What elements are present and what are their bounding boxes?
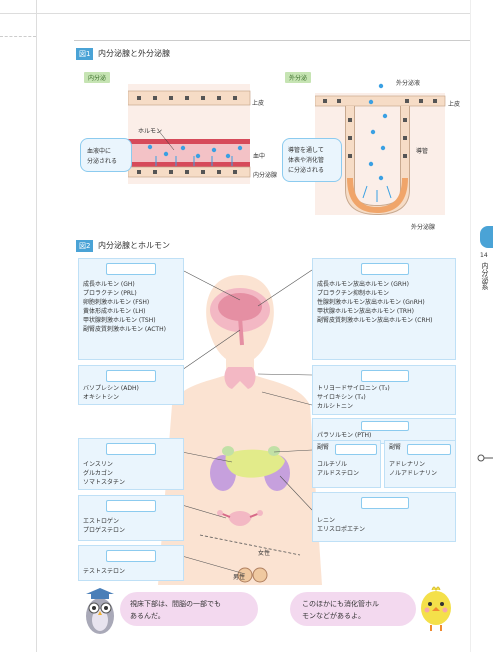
ovary-answer-blank[interactable] [106, 500, 156, 512]
chick-mascot [418, 582, 454, 632]
kidney-hormone-1: レニン [317, 517, 335, 525]
kidney-answer-blank[interactable] [361, 497, 409, 509]
thyroid-hormone-3: カルシトニン [317, 403, 353, 411]
adrenal-cortex-hormone-2: アルドステロン [317, 470, 359, 478]
adrenal-cortex-hormone-1: コルチゾル [317, 461, 347, 469]
pituitary-answer-blank[interactable] [106, 263, 156, 275]
adrenal-medulla-hormone-1: アドレナリン [389, 461, 425, 469]
left-speech-line2: あるんだ。 [130, 610, 165, 622]
ovary-hormone-2: プロゲステロン [83, 527, 125, 535]
hypothalamus-hormone-2: プロラクチン抑制ホルモン [317, 290, 389, 298]
pituitary-hormone-4: 黄体形成ホルモン (LH) [83, 308, 145, 316]
hypothalamus-hormone-5: 副腎皮質刺激ホルモン放出ホルモン (CRH) [317, 317, 432, 325]
pituitary-hormone-5: 甲状腺刺激ホルモン (TSH) [83, 317, 156, 325]
owl-mascot [82, 584, 118, 636]
adrenal-cortex-answer-blank[interactable] [335, 444, 377, 455]
binder-ring-icon [477, 453, 493, 463]
thyroid-box: トリヨードサイロニン (T₃) サイロキシン (T₄) カルシトニン [312, 365, 456, 415]
pituitary-anterior-box: 成長ホルモン (GH) プロラクチン (PRL) 卵胞刺激ホルモン (FSH) … [78, 258, 184, 360]
adrenal-cortex-tag: 副腎 [317, 444, 329, 452]
section-label: 内分泌系 [480, 262, 490, 290]
left-speech-bubble: 視床下部は、間脳の一部でも あるんだ。 [120, 592, 258, 626]
pituitary-hormone-1: 成長ホルモン (GH) [83, 281, 135, 289]
right-speech-line1: このほかにも消化管ホル [302, 598, 379, 610]
thyroid-answer-blank[interactable] [361, 370, 409, 382]
testis-hormone-1: テストステロン [83, 568, 125, 576]
adrenal-medulla-tag: 副腎 [389, 444, 401, 452]
testis-answer-blank[interactable] [106, 550, 156, 562]
testis-box: テストステロン [78, 545, 184, 581]
chapter-tab[interactable] [480, 226, 493, 248]
parathyroid-answer-blank[interactable] [361, 421, 409, 431]
posterior-pituitary-answer-blank[interactable] [106, 370, 156, 382]
adrenal-cortex-box: 副腎 コルチゾル アルドステロン [312, 440, 381, 488]
parathyroid-hormone-1: パラソルモン (PTH) [317, 432, 371, 440]
pituitary-posterior-box: バソプレシン (ADH) オキシトシン [78, 365, 184, 405]
right-speech-bubble: このほかにも消化管ホル モンなどがあるよ。 [290, 592, 416, 626]
left-speech-line1: 視床下部は、間脳の一部でも [130, 598, 221, 610]
posterior-pituitary-hormone-1: バソプレシン (ADH) [83, 385, 139, 393]
hypothalamus-box: 成長ホルモン放出ホルモン (GRH) プロラクチン抑制ホルモン 性腺刺激ホルモン… [312, 258, 456, 360]
pituitary-hormone-6: 副腎皮質刺激ホルモン (ACTH) [83, 326, 166, 334]
pancreas-hormone-3: ソマトスタチン [83, 479, 125, 487]
pancreas-answer-blank[interactable] [106, 443, 156, 455]
pituitary-hormone-3: 卵胞刺激ホルモン (FSH) [83, 299, 149, 307]
ovary-hormone-1: エストロゲン [83, 518, 119, 526]
hypothalamus-hormone-3: 性腺刺激ホルモン放出ホルモン (GnRH) [317, 299, 425, 307]
page-number: 14 [480, 252, 488, 259]
kidney-hormone-2: エリスロポエチン [317, 526, 365, 534]
right-speech-line2: モンなどがあるよ。 [302, 610, 365, 622]
thyroid-hormone-1: トリヨードサイロニン (T₃) [317, 385, 390, 393]
hypothalamus-hormone-4: 甲状腺ホルモン放出ホルモン (TRH) [317, 308, 414, 316]
ovary-box: エストロゲン プロゲステロン [78, 495, 184, 541]
posterior-pituitary-hormone-2: オキシトシン [83, 394, 119, 402]
pancreas-hormone-2: グルカゴン [83, 470, 113, 478]
kidney-box: レニン エリスロポエチン [312, 492, 456, 542]
adrenal-medulla-answer-blank[interactable] [407, 444, 451, 455]
pituitary-hormone-2: プロラクチン (PRL) [83, 290, 137, 298]
thyroid-hormone-2: サイロキシン (T₄) [317, 394, 366, 402]
pancreas-box: インスリン グルカゴン ソマトスタチン [78, 438, 184, 490]
hypothalamus-hormone-1: 成長ホルモン放出ホルモン (GRH) [317, 281, 409, 289]
hypothalamus-answer-blank[interactable] [361, 263, 409, 275]
adrenal-medulla-box: 副腎 アドレナリン ノルアドレナリン [384, 440, 456, 488]
adrenal-medulla-hormone-2: ノルアドレナリン [389, 470, 437, 478]
pancreas-hormone-1: インスリン [83, 461, 113, 469]
